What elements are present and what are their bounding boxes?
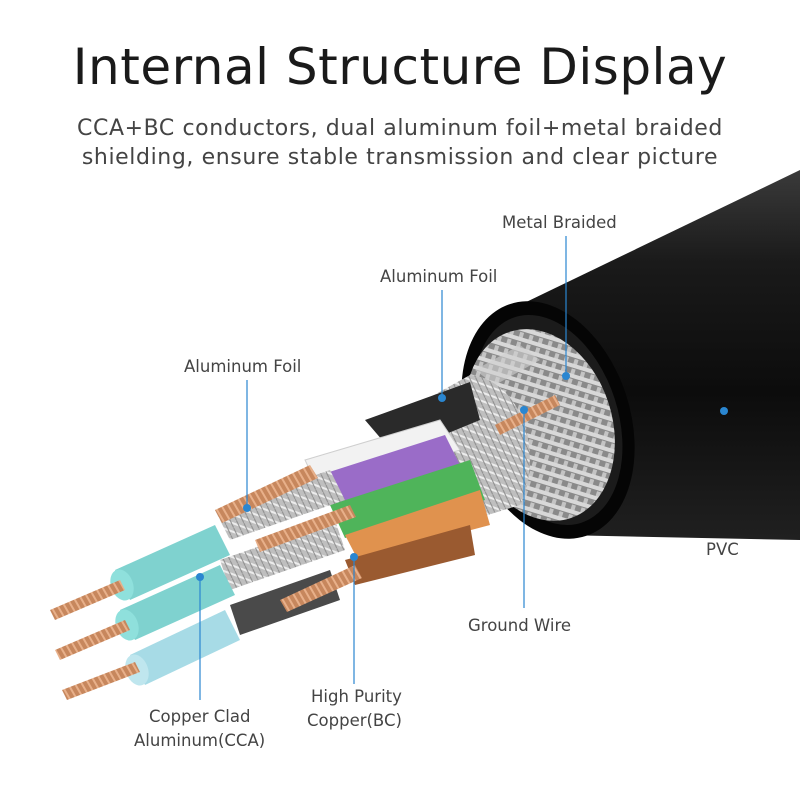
callout-dots [196, 372, 728, 581]
label-aluminum-foil-outer: Aluminum Foil [380, 267, 498, 286]
label-cca-line2: Aluminum(CCA) [134, 731, 266, 750]
insulated-wires [304, 419, 490, 585]
label-high-purity-line2: Copper(BC) [307, 711, 402, 730]
label-high-purity-line1: High Purity [311, 687, 402, 706]
coax-cores [110, 525, 240, 686]
ground-wire-dot [520, 406, 528, 414]
label-metal-braided: Metal Braided [502, 213, 617, 232]
aluminum-foil-inner-dot [243, 504, 251, 512]
label-ground-wire: Ground Wire [468, 616, 572, 635]
aluminum-foil-outer-dot [438, 394, 446, 402]
metal-braided-dot [562, 372, 570, 380]
cca-dot [196, 573, 204, 581]
pvc-dot [720, 407, 728, 415]
label-aluminum-foil-inner: Aluminum Foil [184, 357, 302, 376]
callout-lines [199, 236, 567, 700]
page-subtitle-line1: CCA+BC conductors, dual aluminum foil+me… [77, 116, 723, 141]
page-subtitle-line2: shielding, ensure stable transmission an… [81, 145, 719, 170]
label-cca-line1: Copper Clad [149, 707, 251, 726]
page-title: Internal Structure Display [72, 38, 728, 96]
copper-strands [50, 395, 560, 700]
label-pvc: PVC [706, 540, 739, 559]
high-purity-copper-dot [350, 553, 358, 561]
